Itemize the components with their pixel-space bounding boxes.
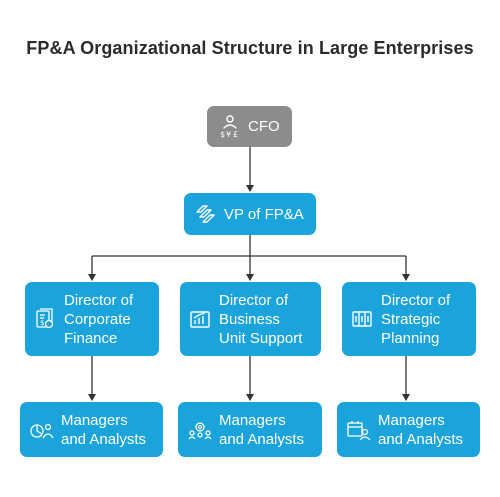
director-corporate-finance-line-3: Finance <box>64 329 118 347</box>
managers-analysts-node-3: Managers and Analysts <box>337 402 480 457</box>
managers-analysts-1-line-2: and Analysts <box>61 430 147 448</box>
svg-text:$: $ <box>40 319 44 327</box>
money-person-icon: $ ¥ £ <box>218 114 242 140</box>
vp-label: VP of FP&A <box>224 205 304 223</box>
financial-report-icon: $ <box>34 307 56 331</box>
calendar-person-icon <box>346 419 372 441</box>
svg-text:¥: ¥ <box>226 130 231 139</box>
analyst-pie-icon <box>29 419 55 441</box>
svg-text:£: £ <box>233 130 238 139</box>
director-business-unit-support-node: Director of Business Unit Support <box>180 282 321 356</box>
managers-analysts-2-line-2: and Analysts <box>219 430 305 448</box>
director-strategic-planning-label: Director of Strategic Planning <box>381 291 450 348</box>
managers-analysts-3-line-2: and Analysts <box>378 430 464 448</box>
director-corporate-finance-node: $ Director of Corporate Finance <box>25 282 159 356</box>
managers-analysts-node-2: Managers and Analysts <box>178 402 322 457</box>
stacked-layers-icon <box>194 203 216 225</box>
director-business-unit-support-line-3: Unit Support <box>219 329 303 347</box>
director-strategic-planning-node: Director of Strategic Planning <box>342 282 476 356</box>
vp-node: VP of FP&A <box>184 193 316 235</box>
cfo-node: $ ¥ £ CFO <box>207 106 292 147</box>
managers-analysts-1-line-1: Managers <box>61 411 128 429</box>
svg-text:$: $ <box>220 130 225 139</box>
bar-chart-icon <box>189 308 211 330</box>
director-corporate-finance-line-2: Corporate <box>64 310 131 328</box>
columns-icon <box>351 308 373 330</box>
director-business-unit-support-label: Director of Business Unit Support <box>219 291 302 348</box>
cfo-label: CFO <box>248 118 280 135</box>
team-gear-icon <box>187 419 213 441</box>
managers-analysts-label-3: Managers and Analysts <box>378 411 463 449</box>
managers-analysts-label-1: Managers and Analysts <box>61 411 146 449</box>
director-corporate-finance-line-1: Director of <box>64 291 134 309</box>
managers-analysts-label-2: Managers and Analysts <box>219 411 304 449</box>
director-corporate-finance-label: Director of Corporate Finance <box>64 291 133 348</box>
director-business-unit-support-line-1: Director of <box>219 291 289 309</box>
director-business-unit-support-line-2: Business <box>219 310 280 328</box>
managers-analysts-3-line-1: Managers <box>378 411 445 429</box>
diagram-title: FP&A Organizational Structure in Large E… <box>26 38 474 58</box>
managers-analysts-2-line-1: Managers <box>219 411 286 429</box>
director-strategic-planning-line-1: Director of <box>381 291 451 309</box>
director-strategic-planning-line-2: Strategic <box>381 310 441 328</box>
managers-analysts-node-1: Managers and Analysts <box>20 402 163 457</box>
director-strategic-planning-line-3: Planning <box>381 329 440 347</box>
